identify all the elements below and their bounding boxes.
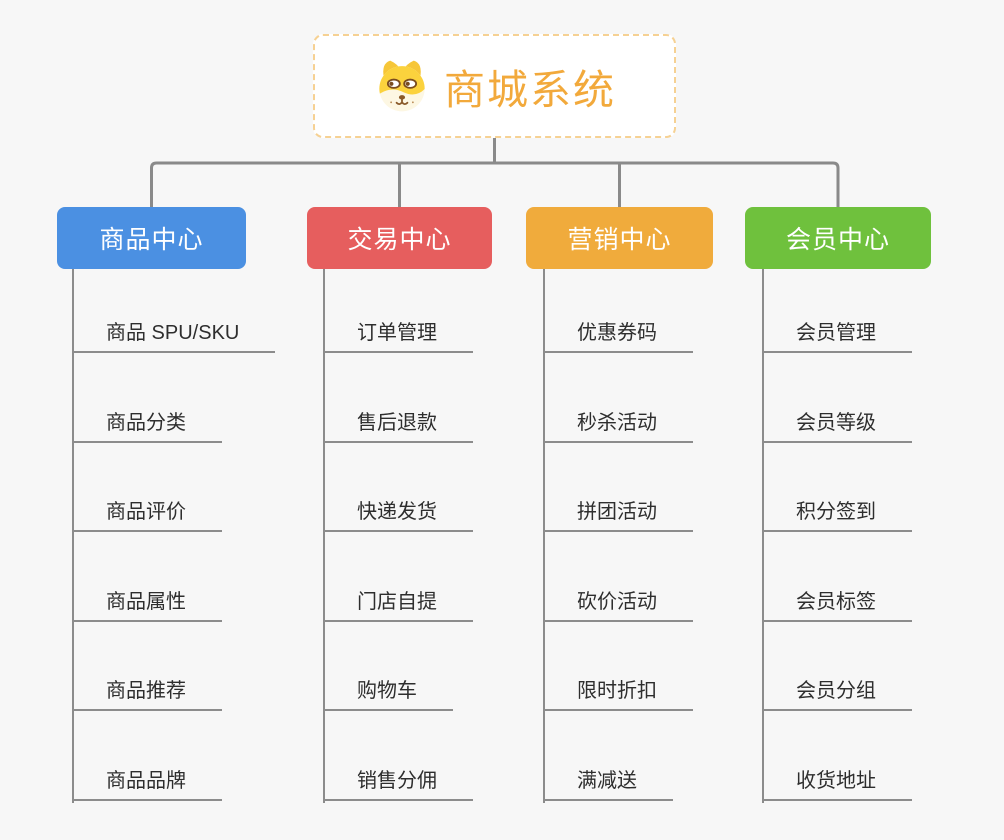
branch-trunk-line <box>323 269 325 803</box>
sub-topic[interactable]: 商品品牌 <box>72 768 222 801</box>
sub-topic[interactable]: 满减送 <box>543 768 673 801</box>
sub-topic[interactable]: 商品分类 <box>72 410 222 443</box>
branch-label: 营销中心 <box>567 226 672 254</box>
sub-topic[interactable]: 收货地址 <box>762 768 912 801</box>
branch-node-trade-center[interactable]: 交易中心 <box>307 207 492 269</box>
shiba-dog-icon <box>373 57 431 115</box>
branch-trunk-line <box>543 269 545 803</box>
branch-label: 交易中心 <box>347 226 452 254</box>
branch-label: 会员中心 <box>785 226 890 254</box>
branch-trunk-line <box>72 269 74 803</box>
sub-topic[interactable]: 积分签到 <box>762 499 912 532</box>
root-topic[interactable]: 商城系统 <box>313 34 676 138</box>
sub-topic[interactable]: 商品属性 <box>72 589 222 622</box>
branch-node-marketing-center[interactable]: 营销中心 <box>526 207 713 269</box>
branch-trunk-line <box>762 269 764 803</box>
sub-topic[interactable]: 拼团活动 <box>543 499 693 532</box>
sub-topic[interactable]: 售后退款 <box>323 410 473 443</box>
sub-topic[interactable]: 会员分组 <box>762 678 912 711</box>
branch-node-product-center[interactable]: 商品中心 <box>57 207 246 269</box>
sub-topic[interactable]: 门店自提 <box>323 589 473 622</box>
sub-topic[interactable]: 销售分佣 <box>323 768 473 801</box>
sub-topic[interactable]: 快递发货 <box>323 499 473 532</box>
sub-topic[interactable]: 会员等级 <box>762 410 912 443</box>
sub-topic[interactable]: 优惠券码 <box>543 320 693 353</box>
sub-topic[interactable]: 砍价活动 <box>543 589 693 622</box>
sub-topic[interactable]: 商品推荐 <box>72 678 222 711</box>
root-topic-title: 商城系统 <box>444 67 616 113</box>
branch-label: 商品中心 <box>99 226 204 254</box>
sub-topic[interactable]: 秒杀活动 <box>543 410 693 443</box>
sub-topic[interactable]: 限时折扣 <box>543 678 693 711</box>
sub-topic[interactable]: 购物车 <box>323 678 453 711</box>
sub-topic[interactable]: 商品评价 <box>72 499 222 532</box>
sub-topic[interactable]: 商品 SPU/SKU <box>72 320 276 353</box>
sub-topic[interactable]: 订单管理 <box>323 320 473 353</box>
branch-node-member-center[interactable]: 会员中心 <box>745 207 931 269</box>
sub-topic[interactable]: 会员标签 <box>762 589 912 622</box>
sub-topic[interactable]: 会员管理 <box>762 320 912 353</box>
